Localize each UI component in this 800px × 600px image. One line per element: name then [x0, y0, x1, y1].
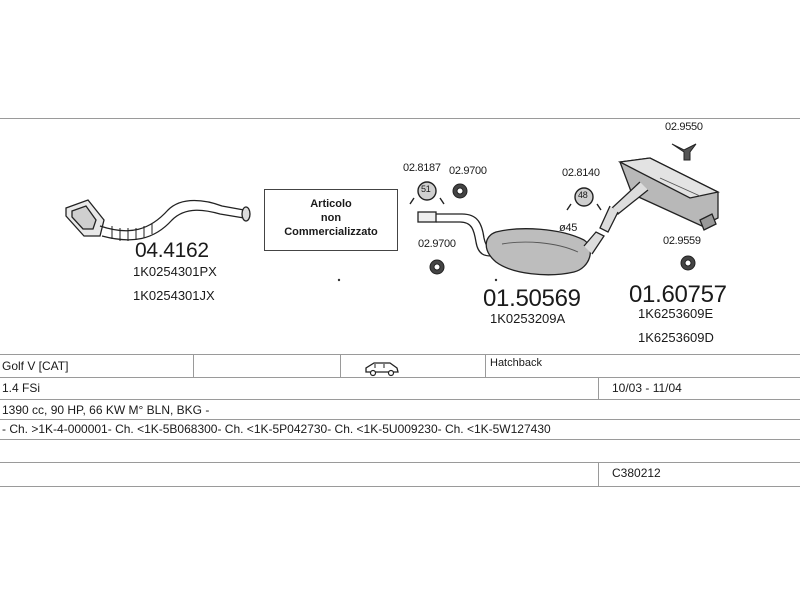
oem-number: 1K0254301JX — [133, 288, 215, 303]
clamp-badge: 51 — [421, 184, 431, 194]
marker-dot — [494, 278, 498, 282]
rubber-mount-icon[interactable] — [452, 183, 468, 199]
marker-dot — [337, 278, 341, 282]
table-rule-3 — [0, 419, 800, 420]
clamp-icon[interactable] — [409, 181, 445, 205]
part-code-rear-silencer[interactable]: 01.60757 — [629, 281, 727, 308]
notice-line: non — [320, 212, 342, 224]
clamp-icon[interactable] — [566, 187, 602, 211]
top-rule — [0, 118, 800, 119]
production-years: 10/03 - 11/04 — [612, 381, 682, 395]
accessory-code[interactable]: 02.9700 — [418, 238, 456, 250]
table-divider-1 — [193, 354, 194, 377]
accessory-code[interactable]: 02.9700 — [449, 165, 487, 177]
not-commercialized-notice: Articolo non Commercializzato — [264, 189, 398, 251]
table-divider-2 — [340, 354, 341, 377]
oem-number: 1K6253609E — [638, 306, 714, 321]
table-divider-5 — [598, 462, 599, 486]
table-divider-3 — [485, 354, 486, 377]
oem-number: 1K6253609D — [638, 330, 714, 345]
middle-silencer-drawing[interactable] — [417, 211, 605, 276]
diameter-label: ø45 — [559, 222, 578, 234]
front-pipe-drawing[interactable] — [65, 199, 251, 241]
table-rule-1 — [0, 377, 800, 378]
notice-line: Articolo — [310, 198, 352, 210]
catalog-number: C380212 — [612, 466, 661, 480]
rubber-mount-icon[interactable] — [429, 259, 445, 275]
hanger-icon[interactable] — [671, 143, 697, 161]
oem-number: 1K0254301PX — [133, 264, 217, 279]
table-rule-5 — [0, 462, 800, 463]
engine-spec: 1390 cc, 90 HP, 66 KW M° BLN, BKG - — [2, 403, 210, 417]
engine: 1.4 FSi — [2, 381, 41, 395]
part-code-middle-silencer[interactable]: 01.50569 — [483, 285, 581, 312]
chassis-ranges: - Ch. >1K-4-000001- Ch. <1K-5B068300- Ch… — [2, 422, 551, 436]
part-code-front-pipe[interactable]: 04.4162 — [135, 239, 209, 262]
table-rule-2 — [0, 399, 800, 400]
table-bottom-rule — [0, 486, 800, 487]
clamp-badge: 48 — [578, 190, 588, 200]
accessory-code[interactable]: 02.9559 — [663, 235, 701, 247]
oem-number: 1K0253209A — [490, 311, 566, 326]
rear-silencer-drawing[interactable] — [599, 157, 720, 233]
notice-line: Commercializzato — [284, 226, 378, 238]
accessory-code[interactable]: 02.9550 — [665, 121, 703, 133]
car-icon — [365, 362, 399, 377]
vehicle-model: Golf V [CAT] — [2, 359, 69, 373]
accessory-code[interactable]: 02.8187 — [403, 162, 441, 174]
table-top-rule — [0, 354, 800, 355]
table-rule-4 — [0, 439, 800, 440]
body-type: Hatchback — [490, 357, 542, 369]
rubber-ring-icon[interactable] — [680, 255, 696, 271]
table-divider-4 — [598, 377, 599, 399]
accessory-code[interactable]: 02.8140 — [562, 167, 600, 179]
